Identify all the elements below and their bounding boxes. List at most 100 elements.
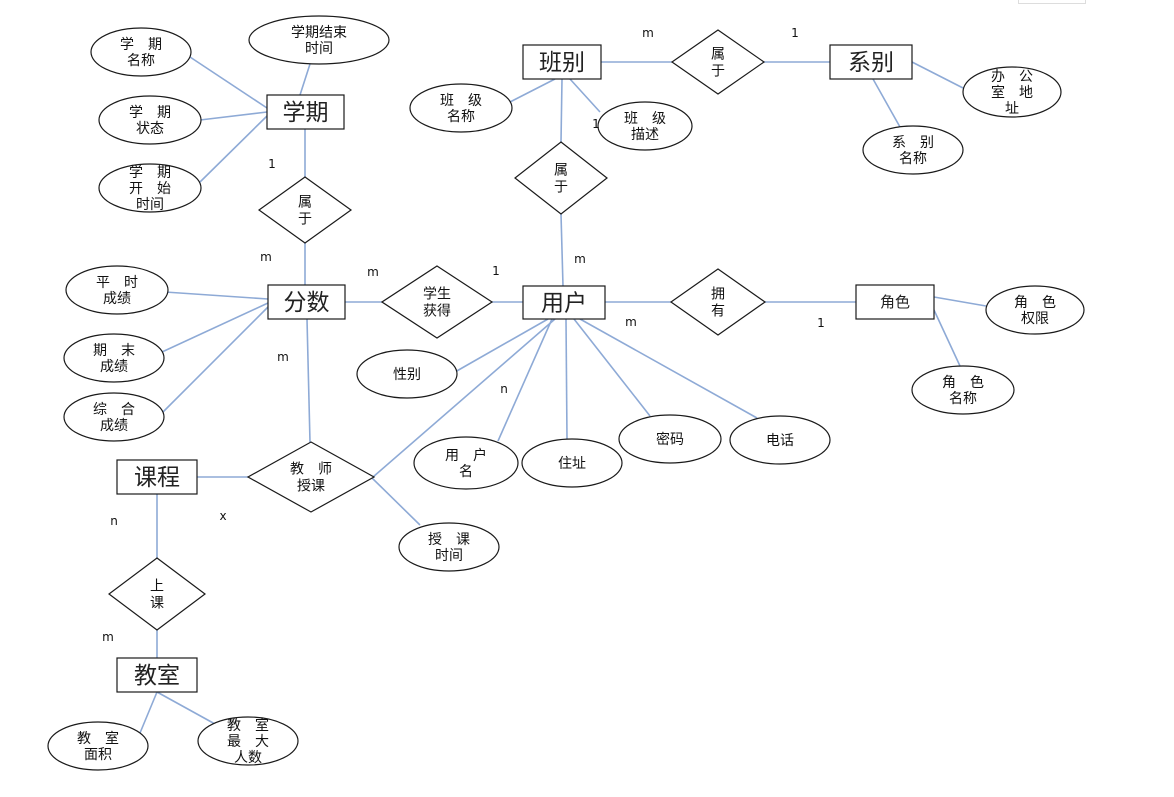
- entity-score[interactable]: 分数: [267, 284, 346, 320]
- relationship-user-score-line-1: 获得: [423, 303, 451, 320]
- attribute-semester-start-time[interactable]: 学 期开 始时间: [98, 163, 202, 213]
- attribute-room-capacity-line-2: 人数: [234, 750, 262, 766]
- attribute-room-capacity[interactable]: 教 室最 大人数: [197, 716, 299, 766]
- attribute-dept-name-line-1: 名称: [899, 151, 927, 167]
- entity-user-label: 用户: [541, 291, 587, 317]
- cardinality-course-class-course: n: [110, 514, 118, 528]
- user-phone-link: [579, 318, 758, 419]
- relationship-class-department[interactable]: 属于: [670, 29, 766, 95]
- entity-class[interactable]: 班别: [522, 44, 602, 80]
- attribute-semester-end-time-line-0: 学期结束: [291, 25, 347, 41]
- user-teach-link: [372, 318, 556, 478]
- attribute-dept-name-line-0: 系 别: [892, 135, 934, 151]
- entity-classroom-label: 教室: [134, 663, 180, 689]
- cardinality-class-user-user: m: [574, 252, 586, 266]
- relationship-teacher-course[interactable]: 教 师授课: [246, 441, 376, 513]
- attribute-semester-name-line-0: 学 期: [120, 37, 162, 53]
- entity-classroom[interactable]: 教室: [116, 657, 198, 693]
- attribute-role-name[interactable]: 角 色名称: [911, 365, 1015, 415]
- attribute-user-phone-line-0: 电话: [766, 433, 794, 449]
- cardinality-class-dept-class: m: [642, 26, 654, 40]
- relationship-semester-score-line-1: 于: [298, 212, 312, 228]
- attribute-semester-status-line-1: 状态: [136, 121, 164, 137]
- cardinality-user-role-user: m: [625, 315, 637, 329]
- cardinality-user-role-role: 1: [817, 316, 825, 330]
- entity-user[interactable]: 用户: [522, 285, 606, 320]
- entity-role-label: 角色: [880, 293, 910, 311]
- dept-office-link: [911, 61, 964, 89]
- semester-name-link: [189, 56, 268, 109]
- attribute-user-address[interactable]: 住址: [521, 438, 623, 488]
- attribute-score-total[interactable]: 综 合成绩: [63, 392, 165, 442]
- relationship-user-role-line-1: 有: [711, 304, 725, 320]
- entity-course[interactable]: 课程: [116, 459, 198, 495]
- attribute-room-area[interactable]: 教 室面积: [47, 721, 149, 771]
- attribute-dept-office-line-1: 室 地: [991, 84, 1033, 101]
- attribute-semester-status[interactable]: 学 期状态: [98, 95, 202, 145]
- relationship-class-user[interactable]: 属于: [514, 141, 608, 215]
- attribute-class-name[interactable]: 班 级名称: [409, 83, 513, 133]
- relationship-teacher-course-line-0: 教 师: [290, 462, 332, 478]
- attribute-score-regular[interactable]: 平 时成绩: [65, 265, 169, 315]
- attribute-class-name-line-0: 班 级: [440, 93, 482, 109]
- attribute-dept-office-line-0: 办 公: [991, 69, 1033, 85]
- attribute-user-password[interactable]: 密码: [618, 414, 722, 464]
- attribute-user-gender-line-0: 性别: [393, 367, 421, 383]
- cardinality-user-score-score: m: [367, 265, 379, 279]
- relationship-user-score-line-0: 学生: [423, 287, 451, 303]
- attribute-role-permission-line-1: 权限: [1021, 311, 1049, 327]
- attribute-score-regular-line-1: 成绩: [103, 291, 131, 307]
- attribute-class-desc-line-1: 描述: [631, 127, 659, 143]
- relationship-class-department-line-0: 属: [711, 47, 725, 63]
- score-regular-link: [164, 291, 269, 300]
- user-username-link: [497, 318, 553, 442]
- attribute-role-permission[interactable]: 角 色权限: [985, 285, 1085, 335]
- teach-time-link: [370, 476, 421, 526]
- cardinality-course-class-room: m: [102, 630, 114, 644]
- relationship-teacher-course-line-1: 授课: [297, 479, 325, 495]
- attribute-dept-office[interactable]: 办 公室 地址: [962, 66, 1062, 118]
- entity-department-label: 系别: [848, 50, 894, 76]
- entity-department[interactable]: 系别: [829, 44, 913, 80]
- attribute-user-gender[interactable]: 性别: [356, 349, 458, 399]
- room-cap-link: [156, 691, 216, 725]
- attribute-semester-start-time-line-2: 时间: [136, 197, 164, 213]
- role-perm-link: [933, 296, 987, 307]
- attribute-semester-name-line-1: 名称: [127, 53, 155, 69]
- attribute-semester-start-time-line-1: 开 始: [129, 181, 171, 197]
- attribute-teach-time[interactable]: 授 课时间: [398, 522, 500, 572]
- entity-semester[interactable]: 学期: [266, 94, 345, 130]
- entity-role[interactable]: 角色: [855, 284, 935, 320]
- relationship-course-classroom[interactable]: 上课: [108, 557, 206, 631]
- attribute-score-final[interactable]: 期 末成绩: [63, 333, 165, 383]
- attribute-semester-name[interactable]: 学 期名称: [90, 27, 192, 77]
- user-address-link: [565, 318, 568, 440]
- score-final-link: [161, 302, 269, 353]
- attribute-user-username-line-1: 名: [459, 464, 473, 480]
- attribute-room-area-line-0: 教 室: [77, 730, 119, 747]
- relationship-semester-score[interactable]: 属于: [257, 176, 353, 244]
- user-gender-link: [454, 318, 549, 373]
- attribute-class-desc[interactable]: 班 级描述: [597, 101, 693, 151]
- attribute-room-area-line-1: 面积: [84, 747, 112, 763]
- relationship-user-role[interactable]: 拥有: [669, 268, 767, 336]
- attribute-class-desc-line-0: 班 级: [624, 111, 666, 127]
- room-area-link: [139, 691, 158, 734]
- attribute-user-phone[interactable]: 电话: [729, 415, 831, 465]
- cardinality-user-score-user: 1: [492, 264, 500, 278]
- entity-score-label: 分数: [284, 290, 330, 316]
- user-password-link: [573, 318, 651, 417]
- class-name-link: [509, 78, 556, 103]
- relationship-semester-score-line-0: 属: [298, 195, 312, 211]
- attribute-room-capacity-line-0: 教 室: [227, 717, 269, 734]
- attribute-dept-name[interactable]: 系 别名称: [862, 125, 964, 175]
- attribute-role-permission-line-0: 角 色: [1014, 294, 1056, 311]
- attribute-user-username[interactable]: 用 户名: [413, 436, 519, 490]
- attribute-score-total-line-0: 综 合: [93, 402, 135, 418]
- attribute-score-regular-line-0: 平 时: [96, 275, 138, 291]
- score-total-link: [161, 306, 269, 414]
